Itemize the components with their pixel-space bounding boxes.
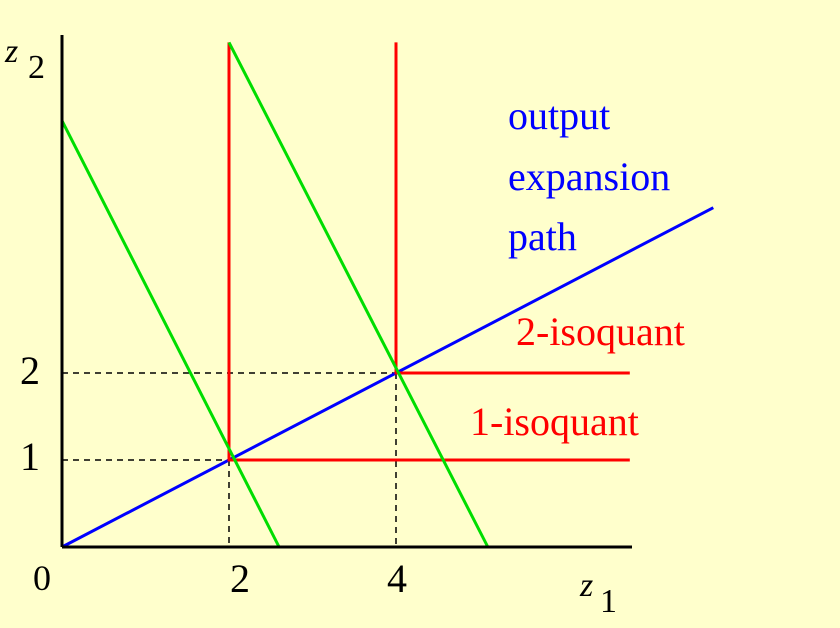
axes-group — [60, 35, 632, 549]
y-tick-label: 2 — [20, 348, 40, 393]
isoquant-2-line — [394, 42, 630, 375]
isoquant-2-label: 2-isoquant — [516, 309, 685, 354]
expansion-path-label-line2: expansion — [508, 154, 670, 199]
x-tick-label: 4 — [387, 556, 407, 601]
isoquant-1-line — [227, 42, 630, 462]
expansion-path-line — [61, 206, 714, 549]
isocost-line-2 — [227, 41, 490, 548]
origin-label: 0 — [33, 558, 51, 598]
x-axis-label-subscript: 1 — [600, 583, 617, 620]
expansion-path-label-line1: output — [508, 93, 610, 138]
isoquant-1-label: 1-isoquant — [470, 399, 639, 444]
y-axis-label-subscript: 2 — [28, 49, 45, 86]
x-axis-label: z — [579, 567, 593, 604]
y-axis-label: z — [4, 33, 18, 70]
isocost-line-1 — [60, 120, 281, 548]
expansion-path-label-line3: path — [508, 214, 577, 259]
curves — [60, 41, 714, 549]
y-tick-label: 1 — [20, 434, 40, 479]
x-tick-label: 2 — [230, 556, 250, 601]
